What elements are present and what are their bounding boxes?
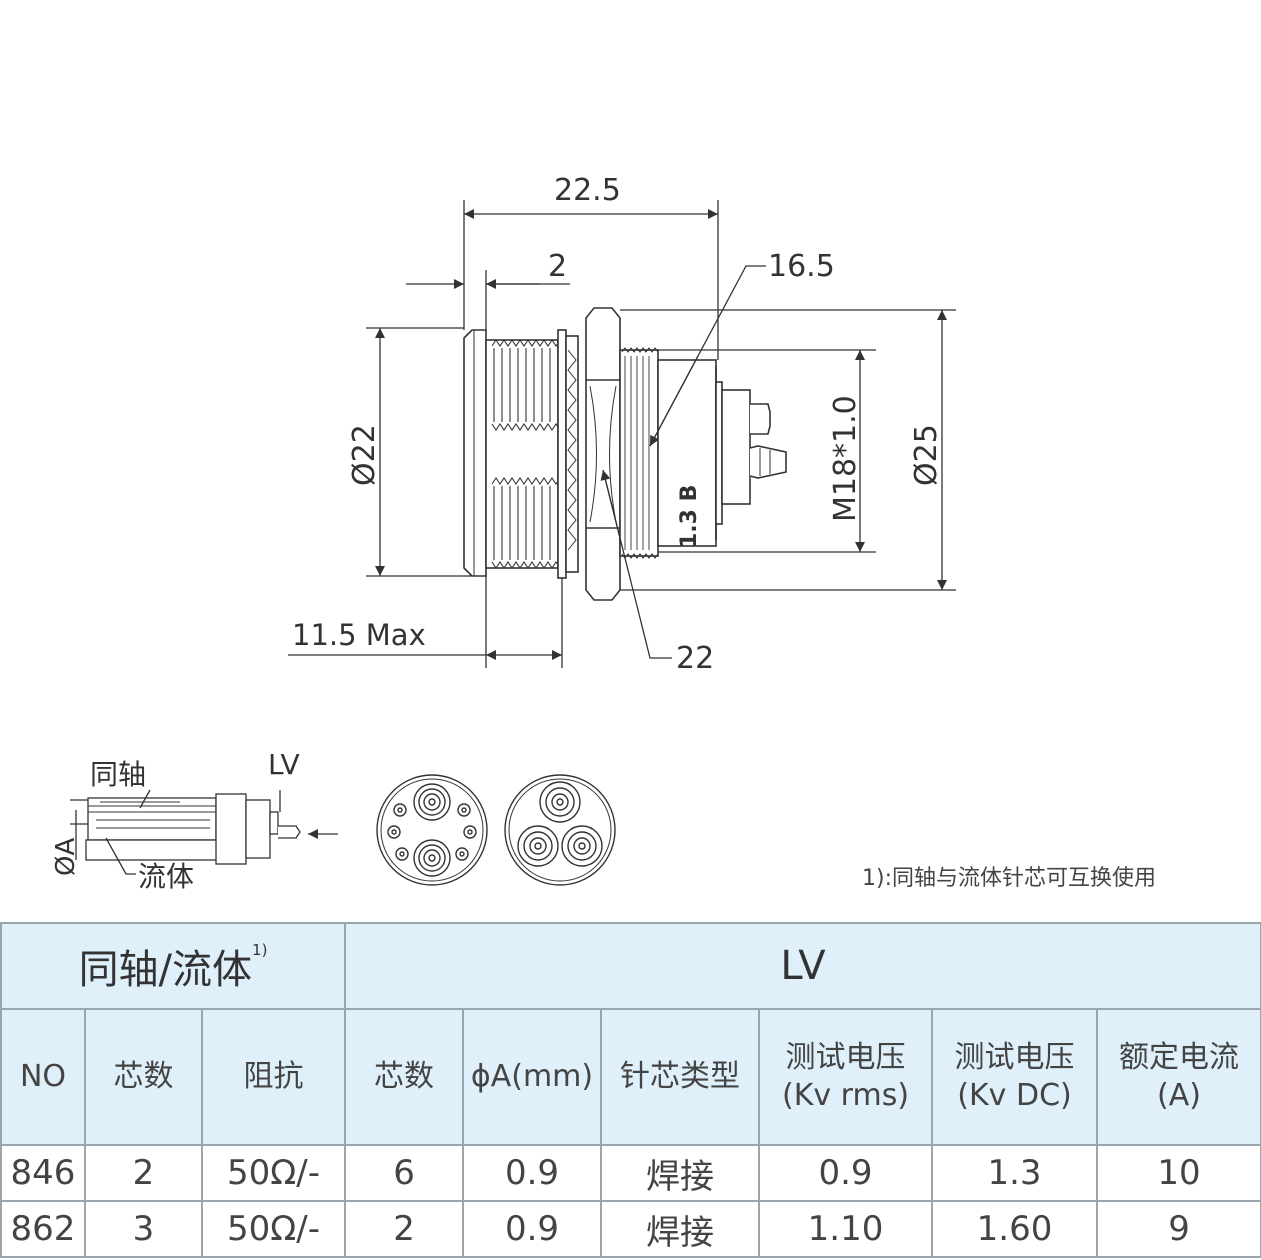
- dimension-lines: [288, 200, 956, 668]
- cell-cores-left: 2: [84, 1144, 203, 1202]
- cell-impedance: 50Ω/-: [200, 1200, 347, 1258]
- footnote-ref: 1): [252, 941, 268, 959]
- rated-current-line2: (A): [1157, 1078, 1201, 1113]
- test-v-dc-line1: 测试电压: [954, 1040, 1075, 1075]
- spec-table: 同轴/流体1) LV NO 芯数 阻抗 芯数 ϕA(mm) 针芯类型 测试电压(…: [0, 922, 1261, 1258]
- dim-nut-across: 22: [676, 641, 714, 676]
- column-header-row: NO 芯数 阻抗 芯数 ϕA(mm) 针芯类型 测试电压(Kv rms) 测试电…: [0, 1008, 1261, 1146]
- dim-hex-across: 16.5: [768, 249, 835, 284]
- cell-v-dc: 1.60: [931, 1200, 1099, 1258]
- dim-max-dia: Ø25: [909, 424, 944, 486]
- cell-cores-right: 6: [344, 1144, 465, 1202]
- table-row: 846 2 50Ω/- 6 0.9 焊接 0.9 1.3 10: [0, 1144, 1261, 1202]
- cell-phi-a: 0.9: [462, 1144, 603, 1202]
- cell-pin-type: 焊接: [600, 1144, 761, 1202]
- cell-phi-a: 0.9: [462, 1200, 603, 1258]
- cell-cores-left: 3: [84, 1200, 203, 1258]
- face-view-coax: [376, 774, 488, 886]
- cell-pin-type: 焊接: [600, 1200, 761, 1258]
- dim-overall-length: 22.5: [554, 173, 621, 208]
- cell-v-rms: 1.10: [758, 1200, 934, 1258]
- face-view-fluid: [504, 774, 616, 886]
- interchangeable-note: 1):同轴与流体针芯可互换使用: [862, 866, 1156, 891]
- group-left-label: 同轴/流体: [78, 947, 253, 993]
- col-header-cores-right: 芯数: [344, 1008, 465, 1146]
- section-view: [70, 789, 338, 875]
- test-v-dc-line2: (Kv DC): [957, 1078, 1072, 1113]
- dim-panel-max: 11.5 Max: [292, 618, 426, 652]
- cell-current: 10: [1096, 1144, 1261, 1202]
- section-labels: 同轴 LV 流体 ØA: [51, 748, 300, 893]
- label-coax: 同轴: [90, 758, 146, 791]
- engraving-text: 1.3 B: [677, 485, 702, 548]
- group-header-coax-fluid: 同轴/流体1): [0, 922, 347, 1010]
- col-header-test-v-rms: 测试电压(Kv rms): [758, 1008, 934, 1146]
- cell-impedance: 50Ω/-: [200, 1144, 347, 1202]
- test-v-rms-line2: (Kv rms): [782, 1078, 910, 1113]
- col-header-no: NO: [0, 1008, 86, 1146]
- connector-drawing: 1.3 B 22.5 2 16: [51, 173, 956, 893]
- col-header-pin-type: 针芯类型: [600, 1008, 761, 1146]
- cell-v-rms: 0.9: [758, 1144, 934, 1202]
- test-v-rms-line1: 测试电压: [785, 1040, 906, 1075]
- rated-current-line1: 额定电流: [1119, 1040, 1240, 1075]
- cell-v-dc: 1.3: [931, 1144, 1099, 1202]
- col-header-impedance: 阻抗: [200, 1008, 347, 1146]
- connector-side-view: [463, 307, 787, 601]
- label-diameter-a: ØA: [51, 838, 81, 876]
- cell-no: 862: [0, 1200, 86, 1258]
- col-header-cores-left: 芯数: [84, 1008, 203, 1146]
- cell-current: 9: [1096, 1200, 1261, 1258]
- table-row: 862 3 50Ω/- 2 0.9 焊接 1.10 1.60 9: [0, 1200, 1261, 1258]
- group-header-lv: LV: [344, 922, 1261, 1010]
- cell-no: 846: [0, 1144, 86, 1202]
- dimension-labels: 22.5 2 16.5 22 11.5 Max Ø22 M18*1.0 Ø25: [292, 173, 944, 676]
- dim-flange-dia: Ø22: [347, 424, 382, 486]
- col-header-test-v-dc: 测试电压(Kv DC): [931, 1008, 1099, 1146]
- col-header-rated-current: 额定电流(A): [1096, 1008, 1261, 1146]
- label-fluid: 流体: [138, 860, 194, 893]
- label-lv: LV: [268, 748, 300, 781]
- group-header-row: 同轴/流体1) LV: [0, 922, 1261, 1010]
- dim-flange-thickness: 2: [548, 249, 567, 284]
- dim-thread: M18*1.0: [828, 395, 863, 522]
- cell-cores-right: 2: [344, 1200, 465, 1258]
- col-header-phi-a: ϕA(mm): [462, 1008, 603, 1146]
